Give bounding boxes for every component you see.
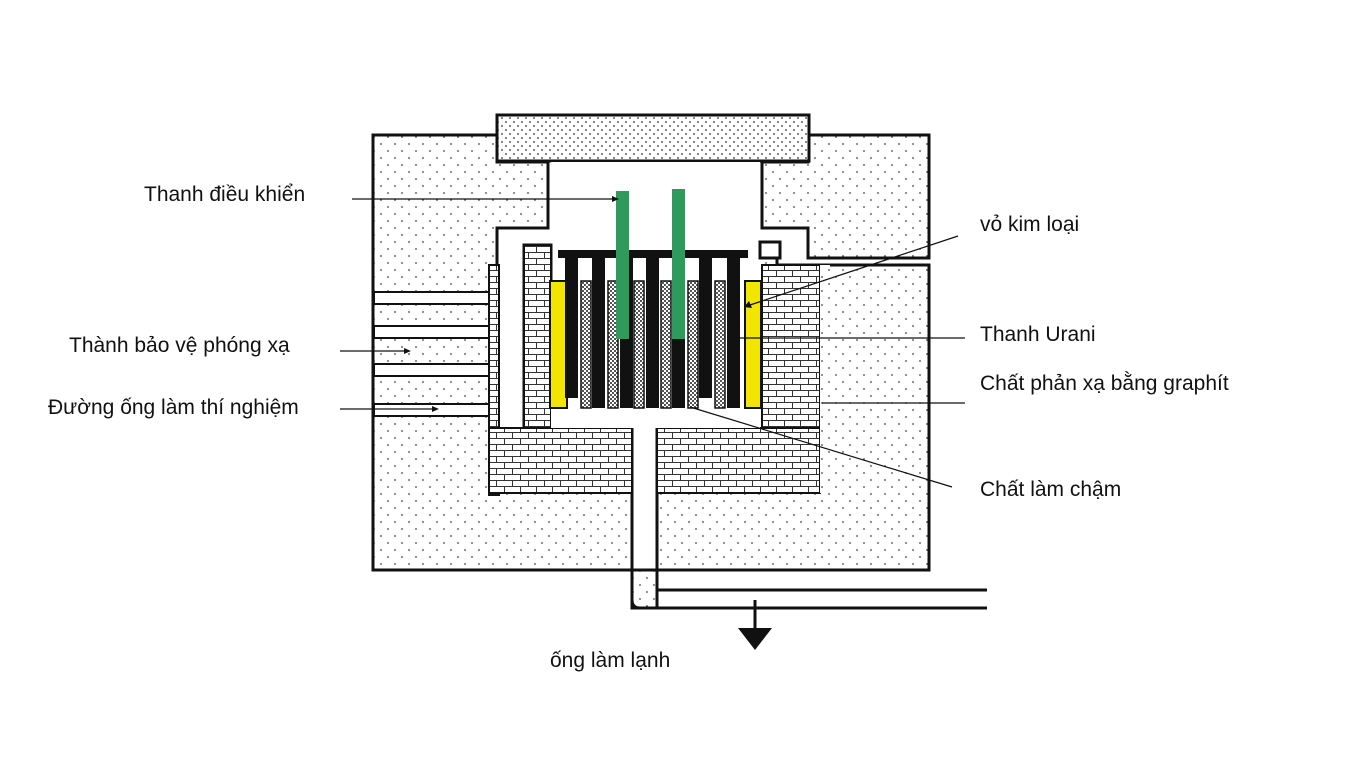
label-uranium-rods: Thanh Urani bbox=[980, 323, 1096, 346]
control-rod-right bbox=[672, 189, 685, 339]
label-cooling-pipe: ống làm lạnh bbox=[550, 649, 671, 672]
down-arrow-icon bbox=[738, 600, 772, 650]
label-graphite-reflector: Chất phản xạ bằng graphít bbox=[980, 372, 1229, 395]
label-control-rods: Thanh điều khiển bbox=[144, 183, 306, 206]
label-experiment-tube: Đường ống làm thí nghiệm bbox=[48, 396, 299, 419]
top-plug bbox=[495, 113, 811, 163]
cooling-pipe bbox=[630, 570, 987, 610]
leader-lines bbox=[340, 196, 965, 488]
label-radiation-shield: Thành bảo vệ phóng xạ bbox=[69, 334, 290, 357]
moderator-rods bbox=[580, 280, 726, 409]
label-moderator: Chất làm chậm bbox=[980, 478, 1122, 501]
control-rod-left bbox=[616, 191, 629, 339]
metal-shell-right bbox=[744, 280, 762, 409]
metal-shell-left bbox=[549, 280, 568, 409]
label-metal-shell: vỏ kim loại bbox=[980, 213, 1080, 236]
rod-support-bar bbox=[558, 250, 748, 258]
